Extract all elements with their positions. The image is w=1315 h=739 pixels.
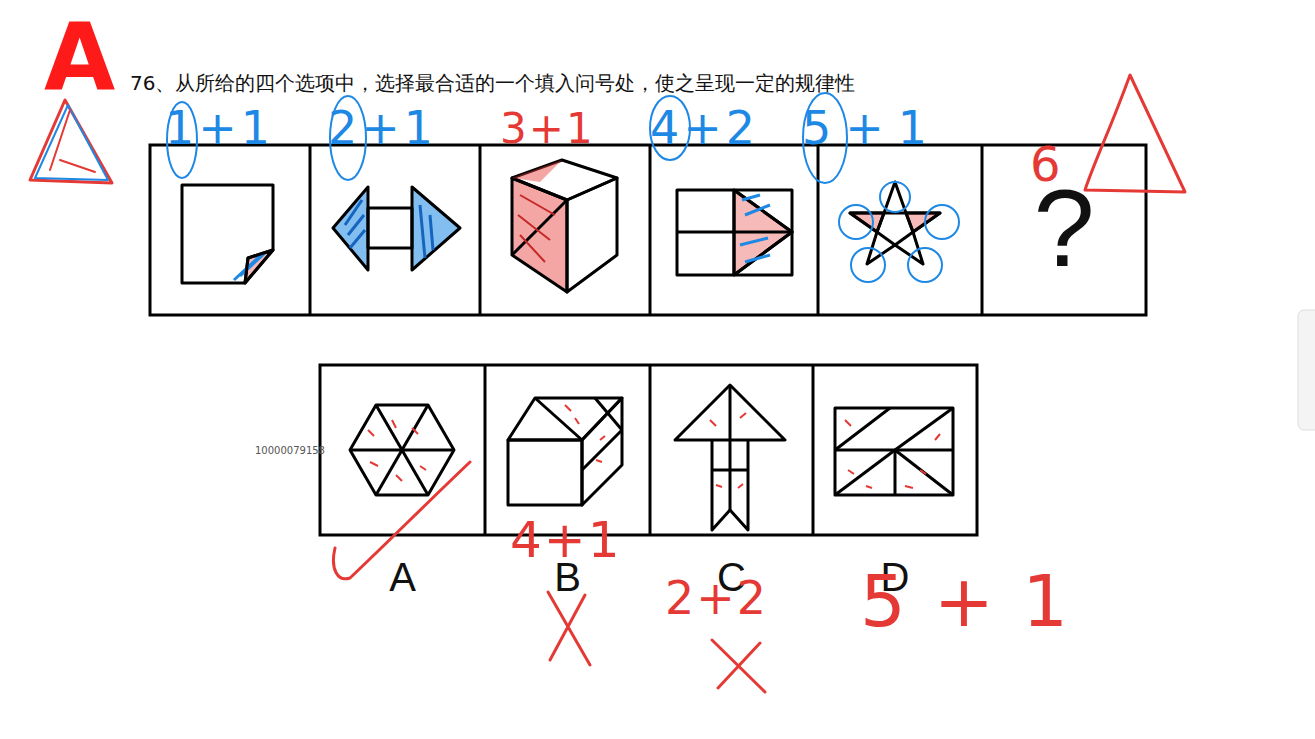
cube-figure <box>512 160 617 292</box>
option-box: B <box>485 365 650 605</box>
cube-option <box>508 398 622 505</box>
folded-square <box>182 185 273 283</box>
handwritten-note: 4+2 <box>650 105 759 151</box>
handwritten-note: 2+1 <box>328 105 437 151</box>
option-box: C <box>650 365 813 605</box>
handwritten-note: 5+1 <box>802 105 941 151</box>
handwritten-marks <box>30 75 1185 692</box>
arrow-option <box>675 385 785 530</box>
handwritten-note: 1+1 <box>165 105 274 151</box>
star-figure <box>839 182 959 282</box>
handwritten-note: 3+1 <box>500 108 595 150</box>
option-strip <box>320 365 977 535</box>
question-id: 10000079158 <box>255 446 325 456</box>
option-box: A <box>320 365 485 605</box>
split-rectangle <box>677 190 792 275</box>
handwritten-note: 4+1 <box>510 515 622 565</box>
answer-mark: A <box>44 12 115 104</box>
rectangle-option <box>835 408 953 495</box>
handwritten-note: 5+1 <box>860 565 1096 637</box>
answer-cell: ? <box>982 145 1146 315</box>
question-mark: ? <box>982 173 1146 283</box>
side-tab <box>1298 310 1315 430</box>
question-strip <box>150 145 1146 315</box>
handwritten-note: 6 <box>1030 140 1061 188</box>
question-title: 76、从所给的四个选项中，选择最合适的一个填入问号处，使之呈现一定的规律性 <box>130 73 855 93</box>
handwritten-note: 2+2 <box>665 575 768 621</box>
hexagon-option <box>350 405 454 495</box>
double-arrow <box>333 187 460 270</box>
option-letter: A <box>320 557 485 597</box>
